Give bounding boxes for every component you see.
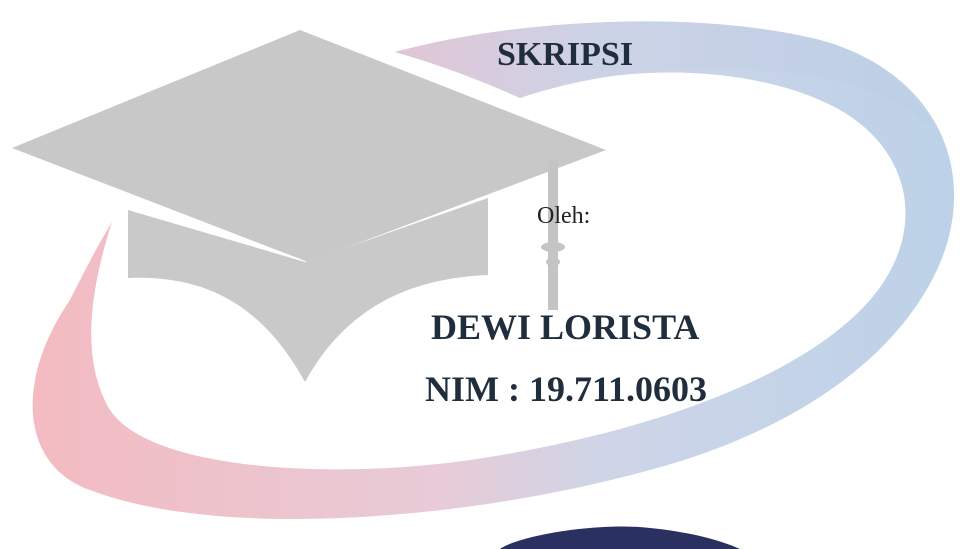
swoosh-ribbon-icon bbox=[32, 21, 955, 519]
bottom-accent-shape bbox=[500, 526, 740, 549]
author-name: DEWI LORISTA bbox=[431, 307, 700, 347]
document-title: SKRIPSI bbox=[497, 36, 634, 73]
by-label: Oleh: bbox=[537, 203, 591, 229]
graduation-cap-icon bbox=[12, 30, 606, 382]
student-id: NIM : 19.711.0603 bbox=[425, 369, 707, 409]
